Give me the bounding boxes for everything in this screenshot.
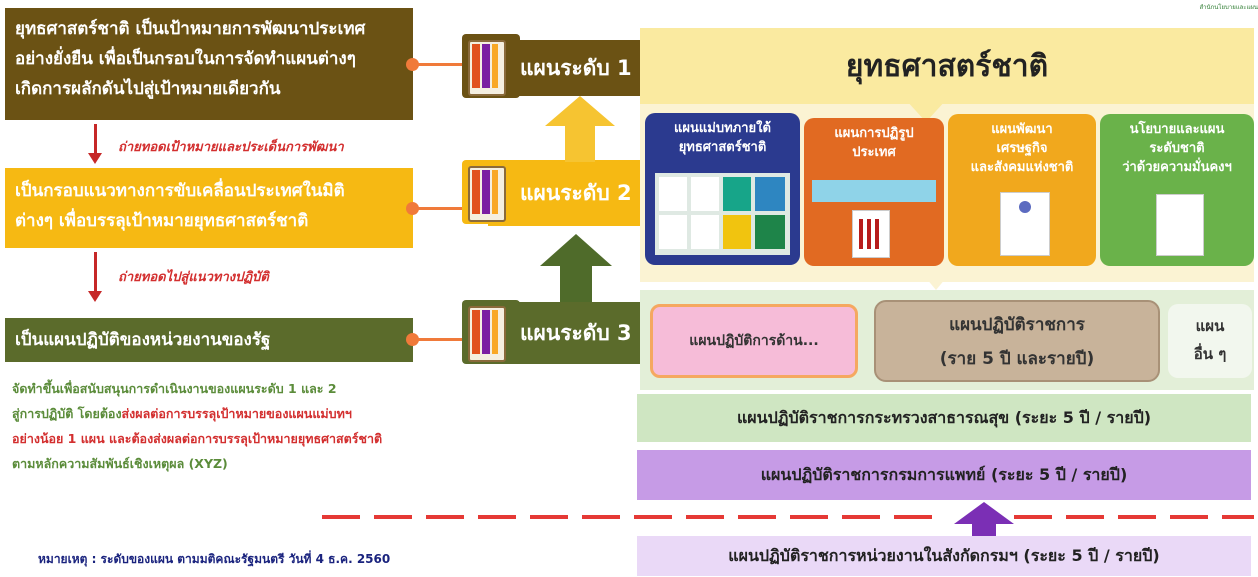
dash-line: [1118, 515, 1156, 519]
dash-line: [894, 515, 932, 519]
level2-description-line2: ต่างๆ เพื่อบรรลุเป้าหมายยุทธศาสตร์ชาติ: [15, 211, 309, 231]
level1-description-box: ยุทธศาสตร์ชาติ เป็นเป้าหมายการพัฒนาประเท…: [5, 8, 413, 120]
dash-line: [322, 515, 360, 519]
action-plan-line1: แผนปฏิบัติราชการ: [949, 315, 1085, 335]
card4-line3: ว่าด้วยความมั่นคงฯ: [1122, 160, 1232, 175]
up-arrow-purple-icon: [954, 502, 1014, 536]
book-icon: [462, 160, 520, 224]
notes-line4: ตามหลักความสัมพันธ์เชิงเหตุผล (XYZ): [12, 456, 228, 471]
up-arrow-yellow-icon: [545, 96, 615, 162]
card3-line2: เศรษฐกิจ: [996, 141, 1048, 156]
dash-line: [530, 515, 568, 519]
dash-line: [1014, 515, 1052, 519]
dash-line: [790, 515, 828, 519]
transfer-goals-text: ถ่ายทอดเป้าหมายและประเด็นการพัฒนา: [118, 140, 344, 155]
notes-line1: จัดทำขึ้นเพื่อสนับสนุนการดำเนินงานของแผน…: [12, 381, 337, 396]
notes-line2: สู่การปฏิบัติ โดยต้องส่งผลต่อการบรรลุเป้…: [12, 401, 482, 426]
logo-text: สำนักนโยบายและแผน: [1199, 4, 1258, 11]
level-pointer: [916, 266, 956, 290]
national-strategy-title: ยุทธศาสตร์ชาติ: [640, 28, 1254, 104]
book-icon: [462, 300, 520, 364]
government-action-plan: แผนปฏิบัติราชการ (ราย 5 ปี และรายปี): [874, 300, 1160, 382]
level3-label: แผนระดับ 3: [520, 320, 632, 345]
unit-plan-bar: แผนปฏิบัติราชการหน่วยงานในสังกัดกรมฯ (ระ…: [637, 536, 1251, 576]
dash-line: [1170, 515, 1208, 519]
book-icon: [462, 34, 520, 98]
level2-description-line1: เป็นกรอบแนวทางการขับเคลื่อนประเทศในมิติ: [15, 181, 345, 201]
dash-line: [582, 515, 620, 519]
connector-line-2: [413, 207, 473, 210]
connector-line-3: [413, 338, 473, 341]
dash-line: [1222, 515, 1254, 519]
ministry-plan-bar: แผนปฏิบัติราชการกระทรวงสาธารณสุข (ระยะ 5…: [637, 394, 1251, 442]
economic-plan-card: แผนพัฒนา เศรษฐกิจ และสังคมแห่งชาติ: [948, 114, 1096, 266]
action-plan-line2: (ราย 5 ปี และรายปี): [939, 349, 1095, 369]
level3-notes: จัดทำขึ้นเพื่อสนับสนุนการดำเนินงานของแผน…: [12, 376, 482, 476]
reform-plan-document: [852, 210, 890, 258]
department-plan-bar: แผนปฏิบัติราชการกรมการแพทย์ (ระยะ 5 ปี /…: [637, 450, 1251, 500]
down-arrow-1: [88, 124, 102, 164]
card3-line3: และสังคมแห่งชาติ: [970, 160, 1074, 175]
dash-line: [686, 515, 724, 519]
reform-plan-card: แผนการปฏิรูป ประเทศ: [804, 118, 944, 266]
dash-line: [738, 515, 776, 519]
level2-label: แผนระดับ 2: [520, 180, 632, 205]
level3-description-box: เป็นแผนปฏิบัติของหน่วยงานของรัฐ: [5, 318, 413, 362]
level2-description-box: เป็นกรอบแนวทางการขับเคลื่อนประเทศในมิติ …: [5, 168, 413, 248]
card4-line2: ระดับชาติ: [1149, 141, 1205, 156]
card3-line1: แผนพัฒนา: [991, 122, 1053, 137]
security-policy-document: [1156, 194, 1204, 256]
card1-line2: ยุทธศาสตร์ชาติ: [678, 140, 767, 155]
notes-line2a: สู่การปฏิบัติ โดยต้อง: [12, 406, 122, 421]
dash-line: [478, 515, 516, 519]
transfer-practice-text: ถ่ายทอดไปสู่แนวทางปฏิบัติ: [118, 270, 269, 285]
dash-line: [374, 515, 412, 519]
dash-line: [1066, 515, 1104, 519]
economic-plan-document: [1000, 192, 1050, 256]
notes-line2b: ส่งผลต่อการบรรลุเป้าหมายของแผนแม่บทฯ: [121, 406, 352, 421]
dash-line: [634, 515, 672, 519]
down-arrow-2: [88, 252, 102, 302]
other-plans: แผน อื่น ๆ: [1168, 304, 1252, 378]
security-policy-card: นโยบายและแผน ระดับชาติ ว่าด้วยความมั่นคง…: [1100, 114, 1254, 266]
level1-label: แผนระดับ 1: [520, 55, 632, 80]
dash-line: [842, 515, 880, 519]
operational-plan-pink: แผนปฏิบัติการด้าน...: [650, 304, 858, 378]
reform-plan-strip: [812, 180, 936, 202]
level1-description-line1: ยุทธศาสตร์ชาติ เป็นเป้าหมายการพัฒนาประเท…: [15, 19, 366, 39]
level1-description-line3: เกิดการผลักดันไปสู่เป้าหมายเดียวกัน: [15, 79, 281, 99]
connector-dot-2: [406, 202, 419, 215]
level1-description-line2: อย่างยั่งยืน เพื่อเป็นกรอบในการจัดทำแผนต…: [15, 49, 356, 69]
card1-line1: แผนแม่บทภายใต้: [674, 121, 771, 136]
master-plan-card: แผนแม่บทภายใต้ ยุทธศาสตร์ชาติ: [645, 113, 800, 265]
master-plan-thumbnails: [655, 173, 790, 255]
national-strategy-title-text: ยุทธศาสตร์ชาติ: [845, 48, 1049, 84]
dash-line: [426, 515, 464, 519]
connector-dot-1: [406, 58, 419, 71]
other-plans-line1: แผน: [1195, 317, 1225, 335]
connector-dot-3: [406, 333, 419, 346]
card2-line2: ประเทศ: [852, 145, 896, 160]
other-plans-line2: อื่น ๆ: [1193, 345, 1227, 363]
title-pointer: [906, 100, 946, 122]
notes-line3: อย่างน้อย 1 แผน และต้องส่งผลต่อการบรรลุเ…: [12, 431, 383, 446]
card2-line1: แผนการปฏิรูป: [834, 126, 914, 141]
connector-line-1: [413, 63, 473, 66]
footnote: หมายเหตุ : ระดับของแผน ตามมติคณะรัฐมนตรี…: [38, 552, 391, 566]
up-arrow-green-icon: [540, 234, 612, 302]
card4-line1: นโยบายและแผน: [1129, 122, 1225, 137]
